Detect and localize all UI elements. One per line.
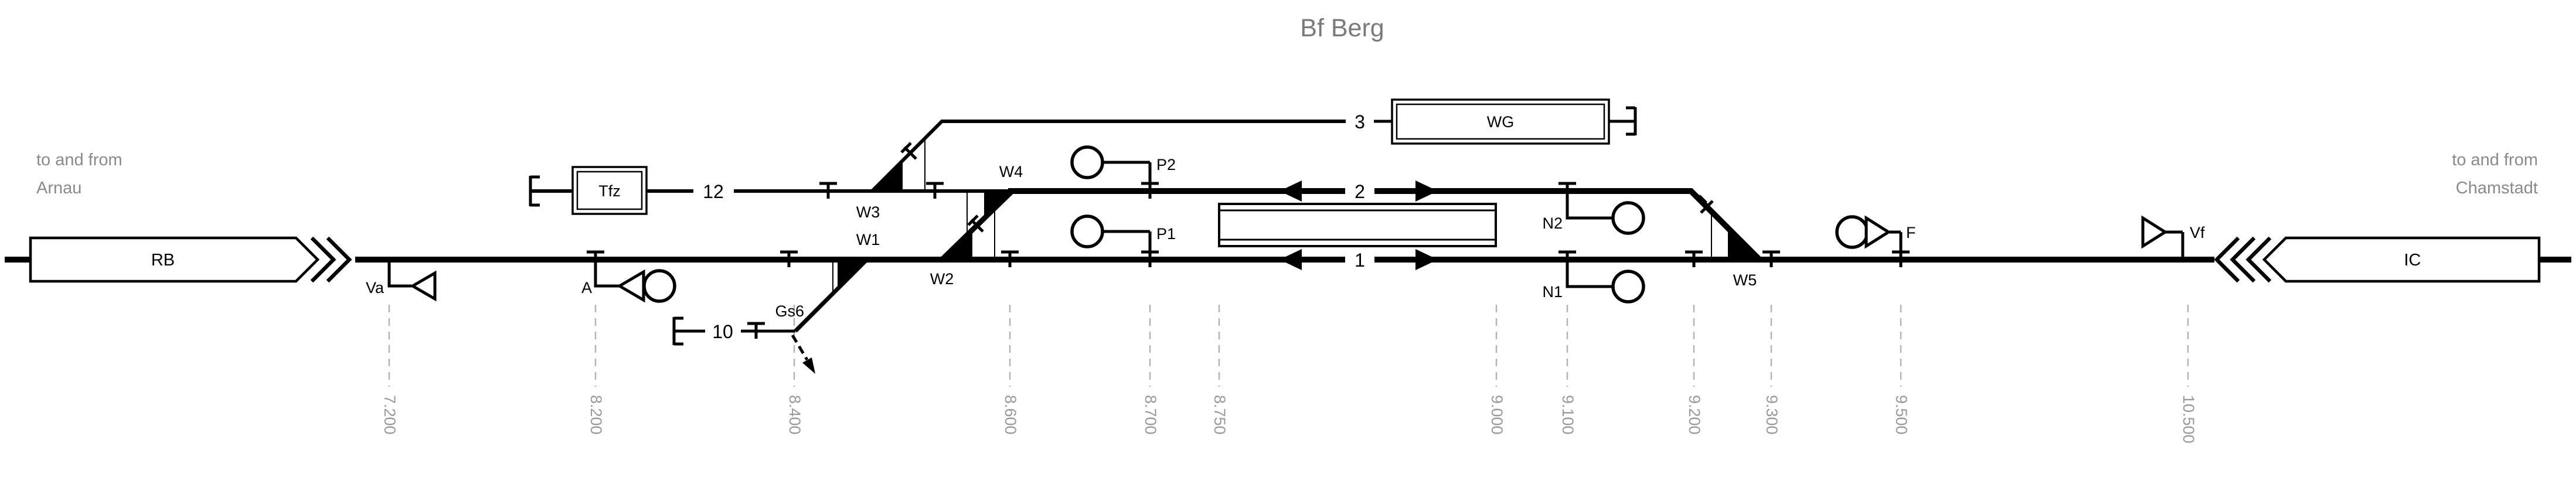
signal-p2-label: P2 [1156,156,1176,173]
main-signal-icon [1835,215,1869,249]
wg-label: WG [1487,113,1515,131]
switch-w1-label: W1 [856,231,880,248]
track10-label: 10 [712,321,733,342]
distant-signal-icon [410,270,437,302]
track12-label: 12 [703,181,724,202]
km-label: 9.100 [1559,395,1577,435]
track1-label: 1 [1355,250,1365,271]
signal-n2-label: N2 [1542,214,1563,232]
signal-vf-label: Vf [2190,224,2205,241]
buffer-stop-wg [1626,106,1637,136]
main-signal-icon [642,269,676,303]
derail-arrow-icon [802,357,815,374]
km-label: 10.500 [2180,395,2197,444]
tfz-box: Tfz [571,166,648,215]
km-label: 9.000 [1488,395,1506,435]
arrow-left-track2 [1280,180,1302,202]
signal-n2: N2 [1542,182,1645,235]
arrow-right-track1 [1415,249,1438,270]
switch-w2-wedge [942,230,972,260]
platform [1218,203,1497,247]
fouling-lines [832,138,1712,292]
distant-signal-icon [617,269,645,303]
connection-left-line1: to and from [36,151,122,169]
train-ic: IC [2214,236,2541,283]
wg-box: WG [1391,98,1610,145]
track-number-labels: 12 10 3 2 1 [693,111,1373,342]
ic-label: IC [2404,251,2421,270]
signal-n1: N1 [1542,250,1645,304]
rb-chevrons [310,236,352,283]
signal-vf: Vf [2141,215,2205,260]
rb-label: RB [151,251,175,270]
km-label: 8.400 [786,395,804,435]
switch-w4-wedge [984,191,1012,219]
km-label: 9.200 [1686,395,1703,435]
switch-w5-label: W5 [1733,271,1757,289]
km-label: 8.700 [1142,395,1159,435]
distant-signal-icon [2141,215,2168,249]
km-label: 8.200 [587,395,605,435]
track3-label: 3 [1355,111,1365,132]
train-rb: RB [29,236,352,283]
connection-right-line2: Chamstadt [2456,179,2538,197]
switch-w2-label: W2 [930,270,954,288]
km-markers: 7.200 8.200 8.400 8.600 8.700 8.750 9.000 9.100… [381,305,2197,444]
direction-arrows [1280,180,1438,270]
km-label: 9.300 [1763,395,1781,435]
signal-p1: P1 [1070,214,1176,267]
track2-label: 2 [1355,181,1365,202]
diagonal-ticks [900,142,1714,233]
signal-p1-label: P1 [1156,225,1176,243]
ic-chevrons [2214,236,2272,283]
signal-a: A [581,250,676,303]
main-signal-icon [1070,214,1104,248]
main-signal-icon [1070,145,1104,179]
distant-signal-icon [1864,215,1891,249]
main-signal-icon [1611,270,1645,304]
main-signal-icon [1611,201,1645,235]
track-10 [672,316,795,346]
km-label: 9.500 [1893,395,1910,435]
signal-va: Va [366,260,437,302]
switch-w3-wedge [872,161,903,191]
signal-va-label: Va [366,279,384,297]
switch-w4-label: W4 [999,163,1023,180]
joint-marks [747,182,1780,339]
km-label: 7.200 [381,395,399,435]
connection-left-line2: Arnau [36,179,81,197]
tfz-label: Tfz [598,182,621,200]
signal-n1-label: N1 [1542,283,1563,301]
switch-w1-diagonal [794,259,867,333]
page-title: Bf Berg [1300,14,1384,42]
connection-right-line1: to and from [2452,151,2538,169]
signal-f-label: F [1906,224,1916,241]
signal-f: F [1835,215,1916,267]
derail-gs6-label: Gs6 [775,302,804,320]
signal-p2: P2 [1070,145,1176,199]
derail-gs6: Gs6 [775,302,815,374]
arrow-left-track1 [1280,249,1302,270]
km-label: 8.600 [1002,395,1019,435]
arrow-right-track2 [1415,180,1438,202]
switch-w5-wedge [1728,228,1760,260]
switch-w1-wedge [838,260,866,288]
signal-a-label: A [581,279,592,297]
switch-wedges [838,161,1760,288]
km-label: 8.750 [1211,395,1229,435]
switch-w3-label: W3 [856,203,880,221]
